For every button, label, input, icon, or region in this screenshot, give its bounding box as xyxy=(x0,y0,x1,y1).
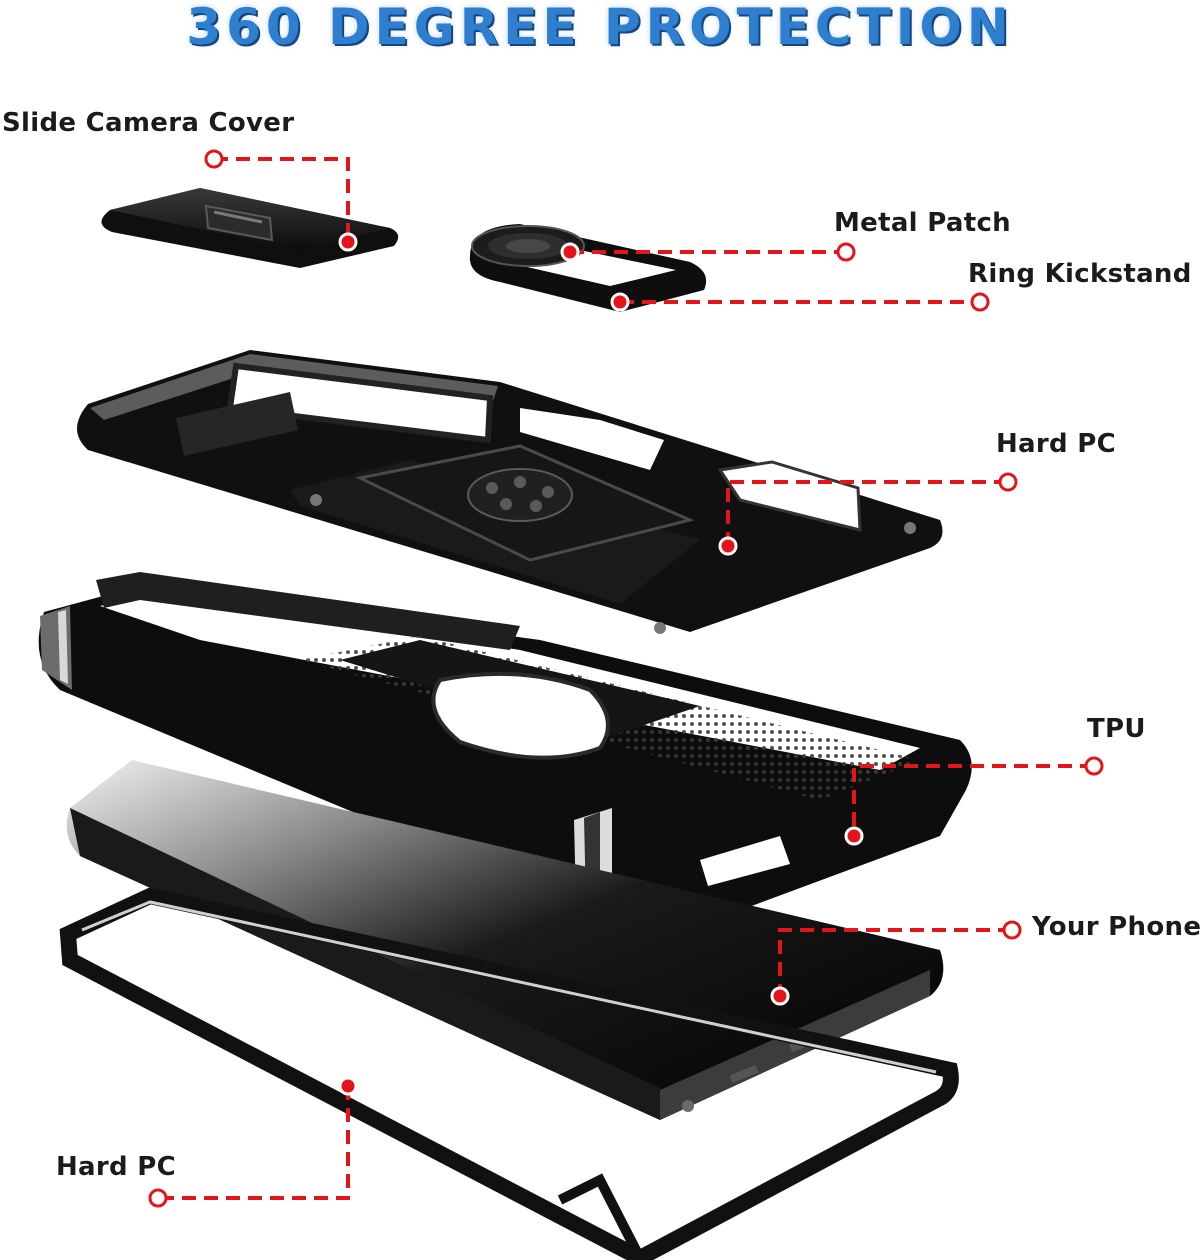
label-hard-pc-bottom: Hard PC xyxy=(56,1152,177,1182)
ring-kickstand-part xyxy=(469,224,707,312)
callout-tpu xyxy=(844,756,1104,846)
callout-slide-camera-cover xyxy=(204,149,358,252)
label-metal-patch: Metal Patch xyxy=(834,208,1011,238)
label-hard-pc-top: Hard PC xyxy=(996,429,1117,459)
callout-ring-kickstand xyxy=(610,292,990,312)
tpu-bumper-part xyxy=(38,572,972,940)
callout-hard-pc-top xyxy=(718,472,1018,556)
label-ring-kickstand: Ring Kickstand xyxy=(968,259,1192,289)
headline: 360 DEGREE PROTECTION xyxy=(186,0,1014,56)
label-your-phone: Your Phone xyxy=(1032,912,1200,942)
callout-metal-patch xyxy=(560,242,856,262)
callout-hard-pc-bottom xyxy=(148,1076,358,1208)
phone-part xyxy=(66,760,944,1120)
callout-your-phone xyxy=(770,920,1022,1006)
hard-pc-frame-part xyxy=(59,887,959,1260)
slide-camera-cover-part xyxy=(101,188,399,268)
label-slide-camera-cover: Slide Camera Cover xyxy=(2,108,295,138)
hard-pc-back-part xyxy=(77,350,943,634)
label-tpu: TPU xyxy=(1087,714,1146,744)
